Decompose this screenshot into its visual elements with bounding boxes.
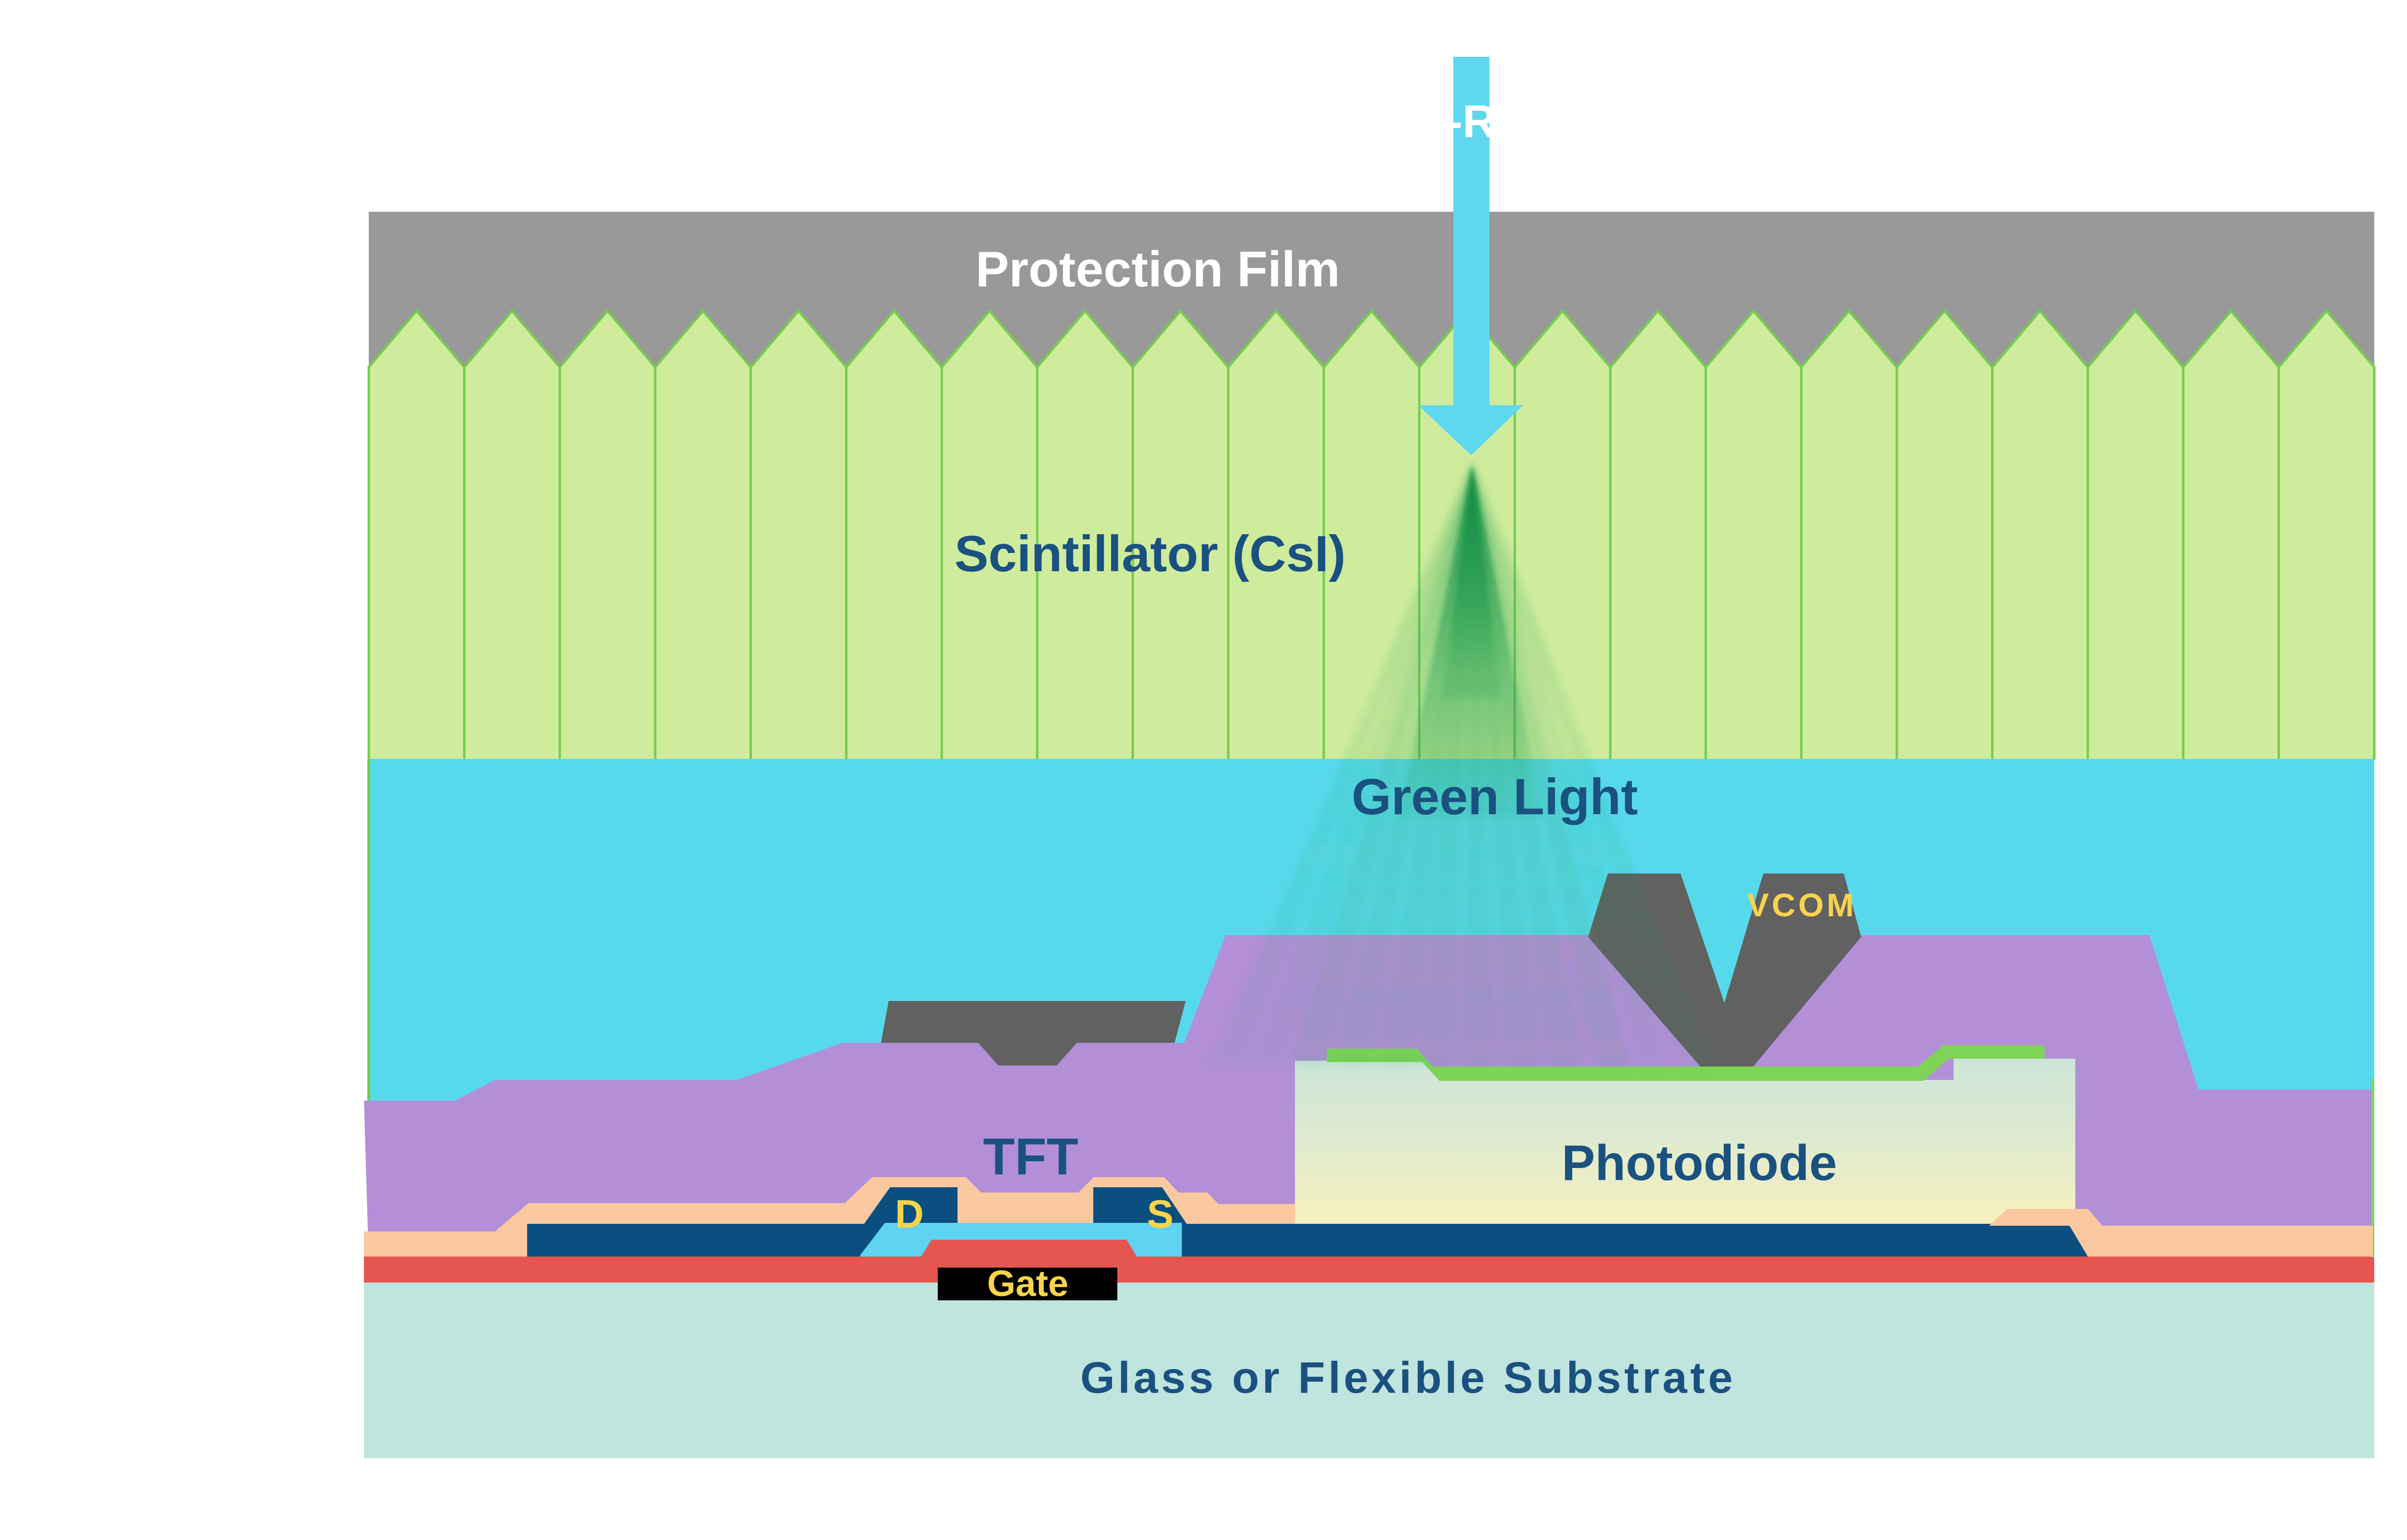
svg-text:Gate: Gate <box>987 1263 1069 1304</box>
svg-text:Protection Film: Protection Film <box>976 242 1340 297</box>
svg-text:Photodiode: Photodiode <box>1562 1135 1837 1191</box>
svg-text:TFT: TFT <box>983 1127 1078 1185</box>
svg-text:S: S <box>1147 1192 1173 1236</box>
svg-text:Green Light: Green Light <box>1352 769 1638 825</box>
svg-text:Glass or Flexible Substrate: Glass or Flexible Substrate <box>1080 1353 1736 1402</box>
svg-text:D: D <box>895 1192 924 1236</box>
svg-text:Scintillator (CsI): Scintillator (CsI) <box>955 526 1346 582</box>
svg-text:VCOM: VCOM <box>1747 887 1857 924</box>
svg-text:X-Ray: X-Ray <box>1416 96 1547 147</box>
